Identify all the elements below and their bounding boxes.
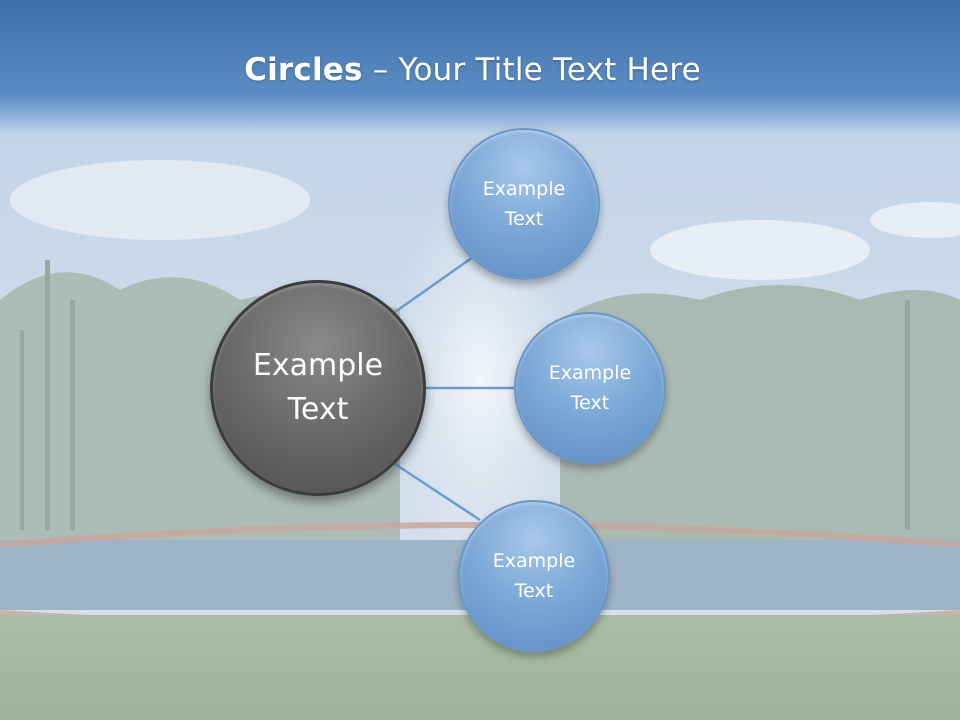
connector-line-1 [394,255,474,314]
title-rest-part: – Your Title Text Here [362,52,701,88]
center-circle[interactable]: Example Text [210,280,426,496]
satellite-circle-label: Example Text [482,178,566,230]
satellite-circle-1[interactable]: Example Text [448,128,600,280]
satellite-circle-2[interactable]: Example Text [514,312,666,464]
satellite-circle-label: Example Text [492,550,576,602]
connector-line-3 [394,462,481,522]
satellite-circle-label: Example Text [548,362,632,414]
center-circle-label: Example Text [252,348,384,427]
title-band [0,0,960,135]
satellite-circle-3[interactable]: Example Text [458,500,610,652]
slide-title: Circles – Your Title Text Here [0,52,945,88]
title-bold-part: Circles [244,52,363,88]
